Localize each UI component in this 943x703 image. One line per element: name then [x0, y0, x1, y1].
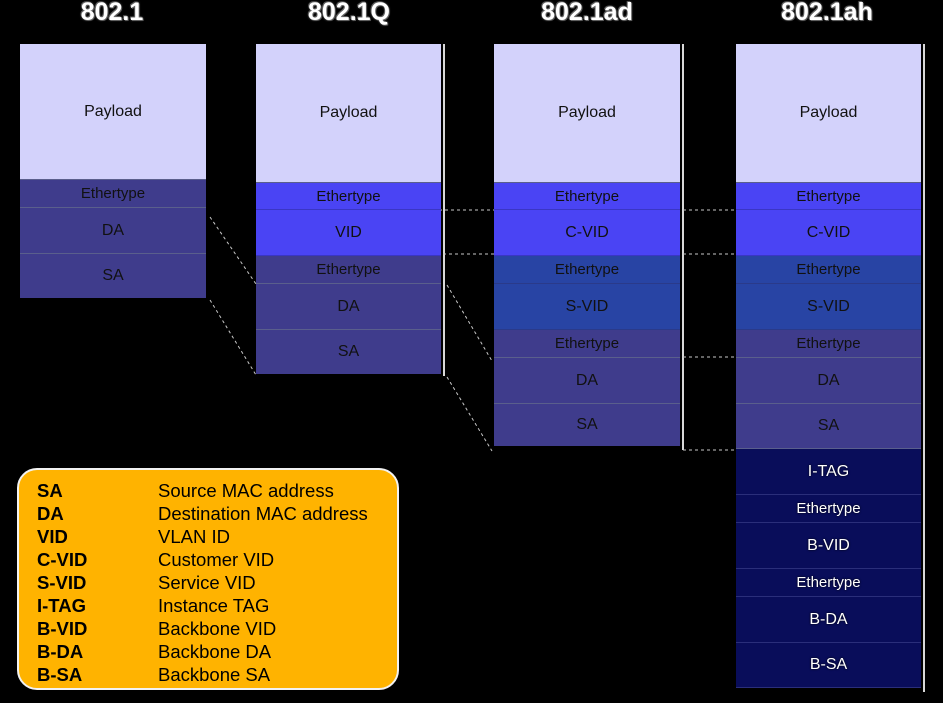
legend-row: S-VID Service VID: [37, 572, 397, 595]
connector-line: [446, 284, 493, 362]
frame-divider-802-1ad: [682, 44, 684, 450]
legend-key: B-SA: [37, 663, 83, 685]
legend-row: I-TAG Instance TAG: [37, 594, 397, 617]
legend-value: VLAN ID: [158, 526, 230, 548]
field-sa: SA: [494, 404, 680, 446]
field-ethertype: Ethertype: [494, 183, 680, 210]
field-payload: Payload: [494, 44, 680, 183]
legend-value: Customer VID: [158, 549, 275, 571]
legend-value: Backbone SA: [158, 663, 271, 685]
field-i-tag: I-TAG: [736, 449, 921, 495]
column-title-802-1q: 802.1Q: [307, 0, 390, 26]
legend-value: Source MAC address: [158, 480, 334, 502]
legend-row: SA Source MAC address: [37, 480, 397, 503]
field-ethertype: Ethertype: [494, 256, 680, 284]
legend-row: VID VLAN ID: [37, 526, 397, 549]
field-ethertype: Ethertype: [256, 183, 441, 210]
legend-key: I-TAG: [37, 594, 86, 616]
connector-line: [209, 216, 257, 285]
connector-line: [446, 376, 493, 452]
field-da: DA: [20, 208, 206, 254]
legend-value: Backbone VID: [158, 617, 277, 639]
legend-row: B-VID Backbone VID: [37, 617, 397, 640]
column-title-802-1: 802.1: [80, 0, 144, 26]
field-c-vid: C-VID: [494, 210, 680, 256]
legend-row: DA Destination MAC address: [37, 503, 397, 526]
legend-key: C-VID: [37, 549, 88, 571]
field-payload: Payload: [20, 44, 206, 180]
field-payload: Payload: [736, 44, 921, 183]
field-da: DA: [736, 358, 921, 404]
field-ethertype: Ethertype: [736, 330, 921, 358]
column-title-802-1ah: 802.1ah: [781, 0, 873, 26]
field-b-sa: B-SA: [736, 643, 921, 688]
legend-key: B-DA: [37, 640, 84, 662]
legend-key: S-VID: [37, 572, 87, 593]
legend-key: SA: [37, 480, 63, 502]
field-payload: Payload: [256, 44, 441, 183]
legend-key: VID: [37, 526, 68, 548]
field-b-da: B-DA: [736, 597, 921, 643]
field-s-vid: S-VID: [736, 284, 921, 330]
legend-row: B-DA Backbone DA: [37, 640, 397, 663]
field-ethertype: Ethertype: [736, 495, 921, 523]
field-sa: SA: [256, 330, 441, 374]
field-c-vid: C-VID: [736, 210, 921, 256]
field-b-vid: B-VID: [736, 523, 921, 569]
field-ethertype: Ethertype: [736, 183, 921, 210]
column-title-802-1ad: 802.1ad: [541, 0, 633, 26]
field-ethertype: Ethertype: [256, 256, 441, 284]
legend-value: Instance TAG: [158, 594, 270, 616]
field-sa: SA: [20, 254, 206, 298]
legend-key: B-VID: [37, 617, 88, 639]
legend-row: B-SA Backbone SA: [37, 663, 397, 686]
frame-divider-802-1q: [443, 44, 445, 376]
legend-row: C-VID Customer VID: [37, 549, 397, 572]
frame-divider-802-1ah: [923, 44, 925, 692]
field-ethertype: Ethertype: [20, 180, 206, 208]
field-s-vid: S-VID: [494, 284, 680, 330]
field-ethertype: Ethertype: [736, 569, 921, 597]
field-sa: SA: [736, 404, 921, 449]
connector-line: [209, 299, 257, 376]
field-da: DA: [494, 358, 680, 404]
field-ethertype: Ethertype: [736, 256, 921, 284]
legend-value: Service VID: [158, 572, 256, 593]
legend-value: Backbone DA: [158, 640, 272, 662]
field-ethertype: Ethertype: [494, 330, 680, 358]
field-vid: VID: [256, 210, 441, 256]
legend-key: DA: [37, 503, 64, 525]
legend-value: Destination MAC address: [158, 503, 368, 525]
field-da: DA: [256, 284, 441, 330]
